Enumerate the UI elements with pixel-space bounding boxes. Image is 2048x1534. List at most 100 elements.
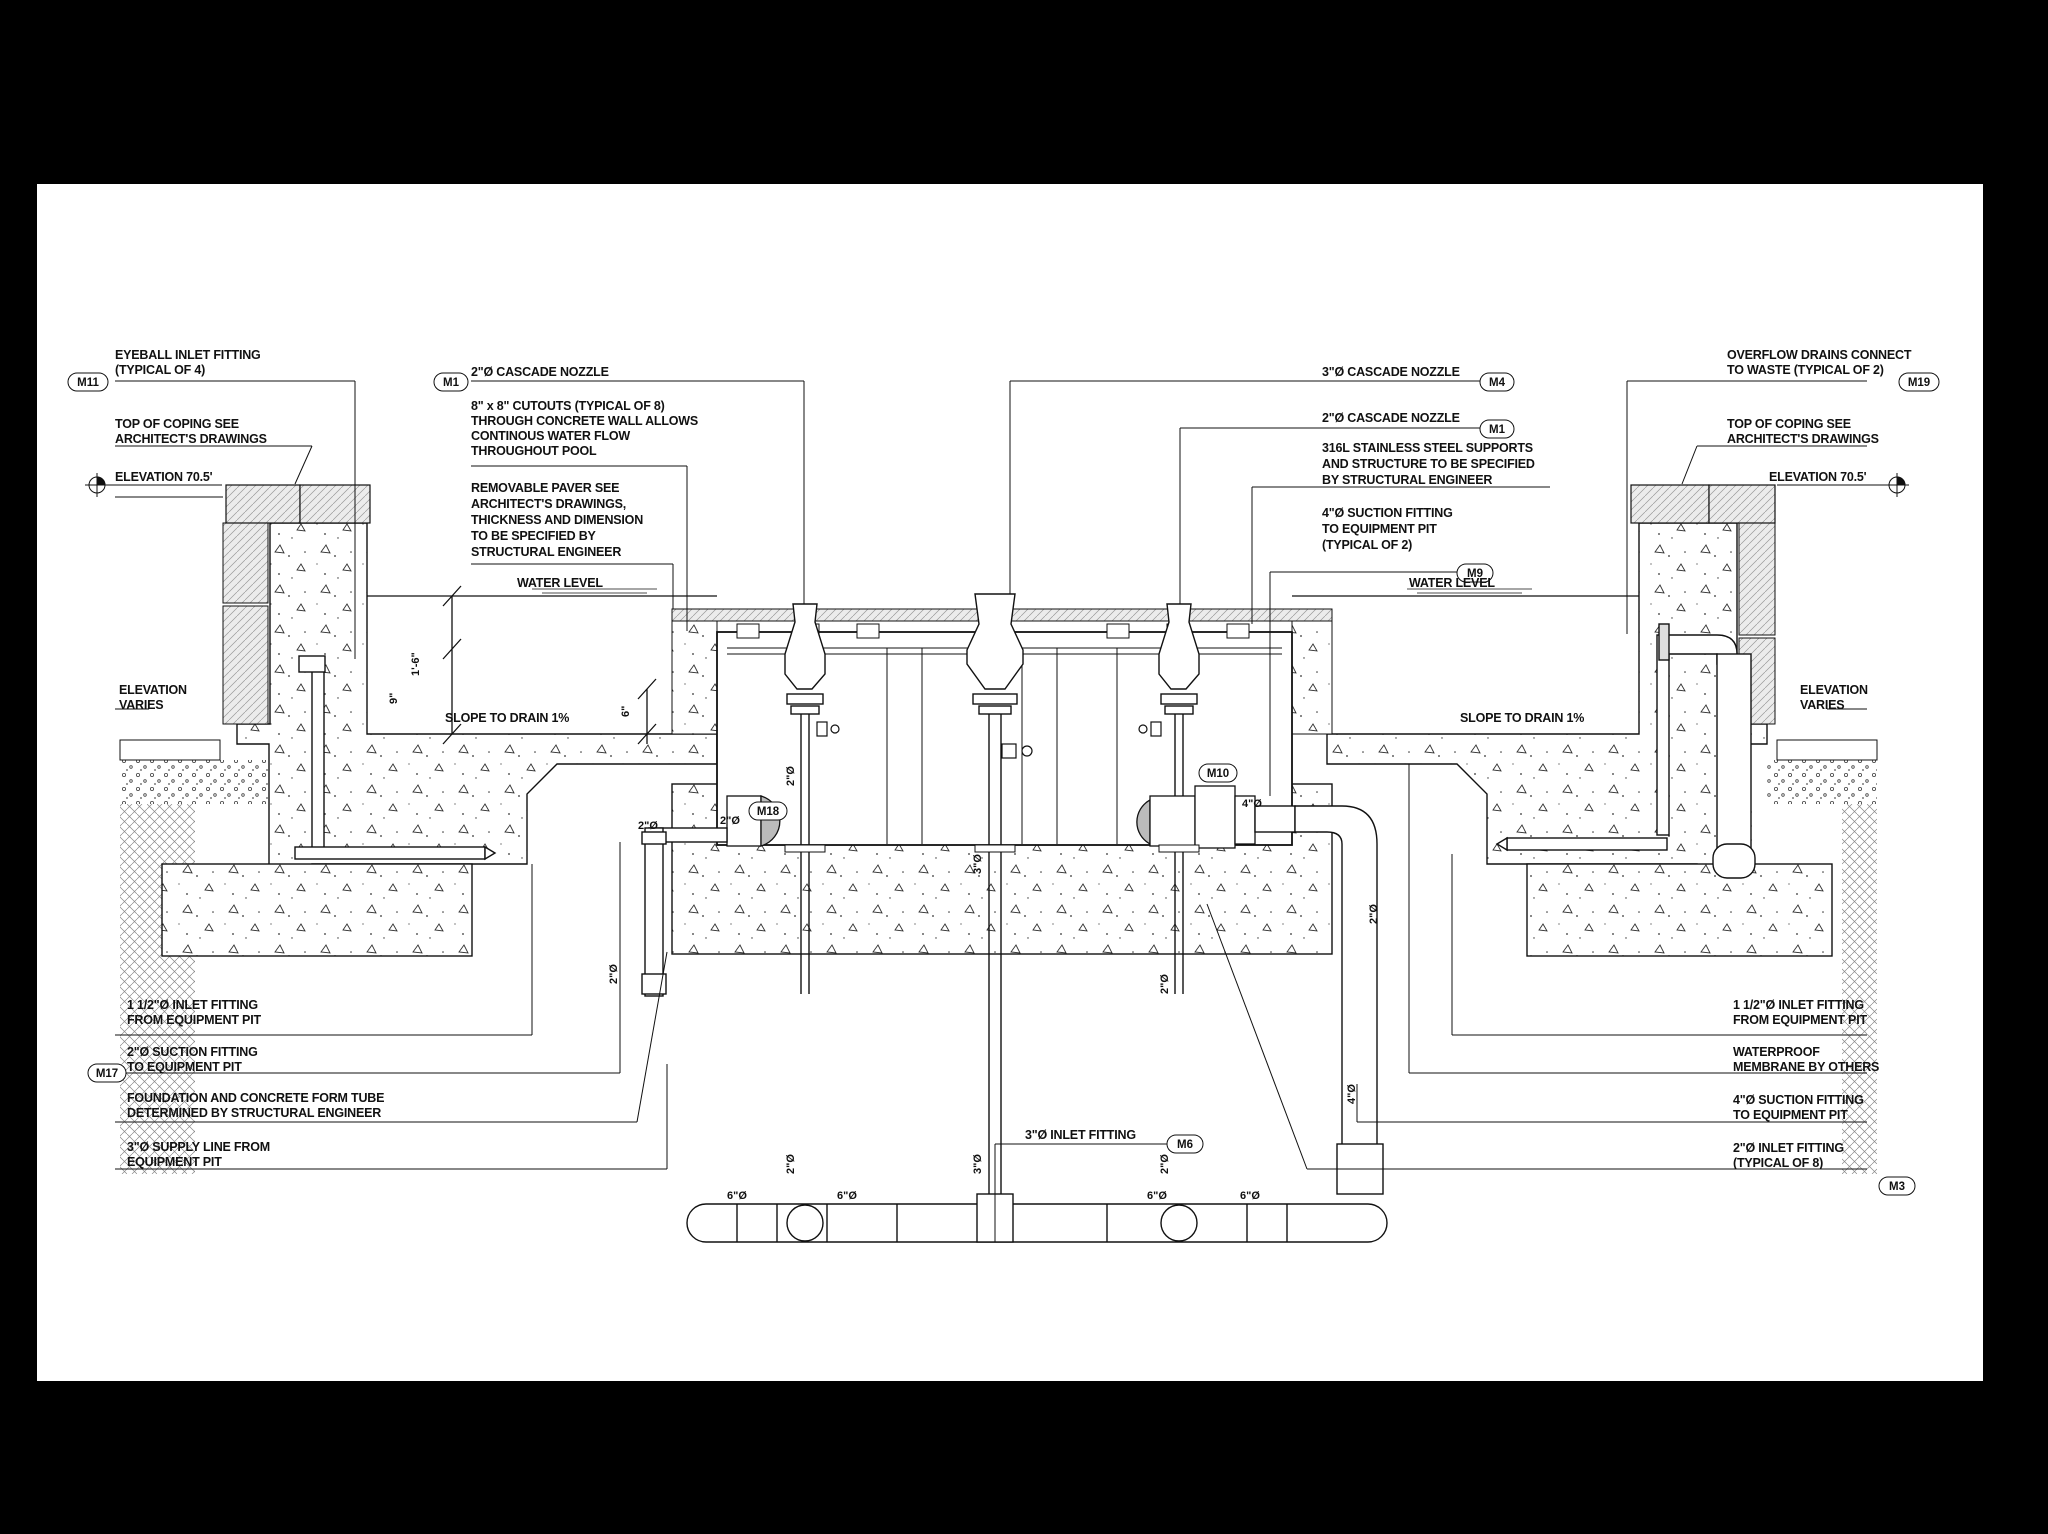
- dim-3in-a: 3"Ø: [972, 854, 984, 874]
- dim-2in-c: 2"Ø: [785, 766, 797, 786]
- elevation-marker-right: [1777, 473, 1909, 497]
- label-water-level-right: WATER LEVEL: [1409, 576, 1495, 590]
- label-inlet112-right-2: FROM EQUIPMENT PIT: [1733, 1013, 1867, 1027]
- tag-text-m19: M19: [1908, 377, 1930, 389]
- tag-text-m17: M17: [96, 1068, 118, 1080]
- dim-6in-a: 6"Ø: [727, 1190, 747, 1202]
- label-suction4-3: (TYPICAL OF 2): [1322, 538, 1412, 552]
- valve-handles: [816, 721, 1162, 759]
- label-inlet2-2: (TYPICAL OF 8): [1733, 1156, 1823, 1170]
- dim-6in-b: 6"Ø: [837, 1190, 857, 1202]
- label-suction4-1: 4"Ø SUCTION FITTING: [1322, 506, 1453, 520]
- tag-m6: [1166, 1134, 1204, 1154]
- paver-right: [1776, 739, 1878, 761]
- tag-text-m9: M9: [1467, 568, 1483, 580]
- label-slope-right: SLOPE TO DRAIN 1%: [1460, 711, 1584, 725]
- label-paver-5: STRUCTURAL ENGINEER: [471, 545, 621, 559]
- tag-text-m10: M10: [1207, 768, 1229, 780]
- label-eyeball-1: EYEBALL INLET FITTING: [115, 348, 261, 362]
- floor-drains: [784, 844, 1200, 853]
- tag-m17: [87, 1063, 127, 1083]
- label-supply-2: EQUIPMENT PIT: [127, 1155, 222, 1169]
- dim-6in-d: 6"Ø: [1240, 1190, 1260, 1202]
- tag-m1-left: [433, 372, 469, 392]
- dim-2in-g: 2"Ø: [1159, 974, 1171, 994]
- label-ss-2: AND STRUCTURE TO BE SPECIFIED: [1322, 457, 1535, 471]
- stone-veneer-right-1: [1738, 522, 1776, 636]
- dim-6in: 6": [620, 706, 632, 717]
- label-overflow-2: TO WASTE (TYPICAL OF 2): [1727, 363, 1884, 377]
- dim-4in-b: 4"Ø: [1346, 1084, 1358, 1104]
- tag-text-m1: M1: [443, 377, 460, 389]
- label-elevation-left: ELEVATION 70.5': [115, 470, 213, 484]
- tag-m9: [1456, 563, 1494, 583]
- label-inlet112-left-1: 1 1/2"Ø INLET FITTING: [127, 998, 258, 1012]
- label-foundation-2: DETERMINED BY STRUCTURAL ENGINEER: [127, 1106, 381, 1120]
- tag-m3: [1878, 1176, 1916, 1196]
- label-coping-right-2: ARCHITECT'S DRAWINGS: [1727, 432, 1879, 446]
- dim-2in-a: 2"Ø: [638, 820, 658, 832]
- tag-text-m3: M3: [1889, 1181, 1905, 1193]
- tag-m19: [1898, 372, 1940, 392]
- label-overflow-1: OVERFLOW DRAINS CONNECT: [1727, 348, 1912, 362]
- label-elev-varies-left-2: VARIES: [119, 698, 163, 712]
- dim-2in-b: 2"Ø: [720, 815, 740, 827]
- label-inlet2-1: 2"Ø INLET FITTING: [1733, 1141, 1844, 1155]
- label-cascade-2in-right: 2"Ø CASCADE NOZZLE: [1322, 411, 1460, 425]
- paver-left: [119, 739, 221, 761]
- earth-right: [1842, 804, 1877, 1174]
- label-elev-varies-right-2: VARIES: [1800, 698, 1844, 712]
- nozzle-2in-right: [1158, 603, 1200, 994]
- label-cutouts-4: THROUGHOUT POOL: [471, 444, 597, 458]
- leader-lines: [115, 380, 1867, 1242]
- tag-m1-right: [1479, 419, 1515, 439]
- dim-4in-a: 4"Ø: [1242, 798, 1262, 810]
- tag-text-m1b: M1: [1489, 424, 1506, 436]
- label-cutouts-3: CONTINOUS WATER FLOW: [471, 429, 630, 443]
- coping-left-2: [299, 484, 371, 524]
- label-eyeball-2: (TYPICAL OF 4): [115, 363, 205, 377]
- label-elev-varies-left-1: ELEVATION: [119, 683, 187, 697]
- label-supply-1: 3"Ø SUPPLY LINE FROM: [127, 1140, 270, 1154]
- dim-2in-d: 2"Ø: [608, 964, 620, 984]
- gravel-layer-right: [1767, 760, 1877, 804]
- tag-m10: [1198, 763, 1238, 783]
- label-paver-3: THICKNESS AND DIMENSION: [471, 513, 643, 527]
- footing-left: [161, 863, 473, 957]
- nozzle-2in-left: [784, 603, 826, 994]
- dim-2in-h: 2"Ø: [1368, 904, 1380, 924]
- label-cutouts-1: 8" x 8" CUTOUTS (TYPICAL OF 8): [471, 399, 665, 413]
- label-waterproof-1: WATERPROOF: [1733, 1045, 1820, 1059]
- tag-text-m18: M18: [757, 806, 780, 818]
- label-elev-varies-right-1: ELEVATION: [1800, 683, 1868, 697]
- dim-2in-e: 2"Ø: [785, 1154, 797, 1174]
- label-foundation-1: FOUNDATION AND CONCRETE FORM TUBE: [127, 1091, 384, 1105]
- coping-right-1: [1630, 484, 1710, 524]
- label-waterproof-2: MEMBRANE BY OTHERS: [1733, 1060, 1879, 1074]
- label-suction2-1: 2"Ø SUCTION FITTING: [127, 1045, 258, 1059]
- label-coping-left-2: ARCHITECT'S DRAWINGS: [115, 432, 267, 446]
- label-paver-2: ARCHITECT'S DRAWINGS,: [471, 497, 626, 511]
- label-inlet-3in: 3"Ø INLET FITTING: [1025, 1128, 1136, 1142]
- pool-section-drawing: M11 M1 M4 M1 M19 M9 M18 M10 M17 M6 M3 EY…: [67, 348, 1940, 1243]
- elevation-marker-left: [85, 473, 222, 497]
- tag-m11: [67, 372, 109, 392]
- label-slope-left: SLOPE TO DRAIN 1%: [445, 711, 569, 725]
- label-coping-right-1: TOP OF COPING SEE: [1727, 417, 1851, 431]
- dim-1ft6in: 1'-6": [410, 652, 422, 676]
- label-paver-1: REMOVABLE PAVER SEE: [471, 481, 619, 495]
- label-ss-1: 316L STAINLESS STEEL SUPPORTS: [1322, 441, 1533, 455]
- dim-9in: 9": [388, 693, 400, 704]
- dim-3in-b: 3"Ø: [972, 1154, 984, 1174]
- label-inlet112-left-2: FROM EQUIPMENT PIT: [127, 1013, 261, 1027]
- label-cascade-2in-left: 2"Ø CASCADE NOZZLE: [471, 365, 609, 379]
- dim-6in-c: 6"Ø: [1147, 1190, 1167, 1202]
- tag-text-m6: M6: [1177, 1139, 1193, 1151]
- dim-2in-f: 2"Ø: [1159, 1154, 1171, 1174]
- label-paver-4: TO BE SPECIFIED BY: [471, 529, 597, 543]
- tag-text-m11: M11: [77, 377, 99, 389]
- label-suction4b-1: 4"Ø SUCTION FITTING: [1733, 1093, 1864, 1107]
- label-elevation-right: ELEVATION 70.5': [1769, 470, 1867, 484]
- tag-text-m4: M4: [1489, 377, 1506, 389]
- label-coping-left-1: TOP OF COPING SEE: [115, 417, 239, 431]
